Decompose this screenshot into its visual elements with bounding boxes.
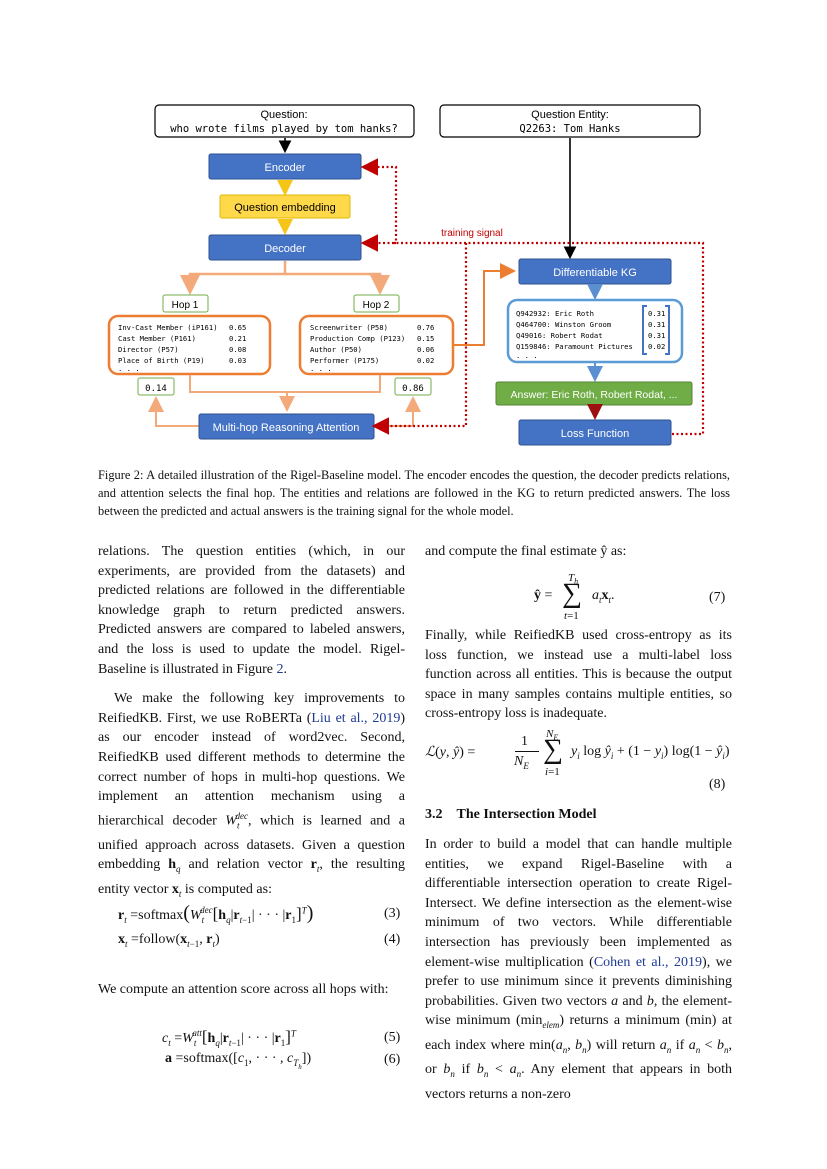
kg-ellipsis: . . . xyxy=(516,351,538,360)
kg-score: 0.02 xyxy=(648,342,665,351)
hop1-rel: Director (P57) xyxy=(118,345,179,354)
question-box: Question: who wrote films played by tom … xyxy=(154,104,415,138)
left-column: relations. The question entities (which,… xyxy=(98,542,405,904)
arrow-decoder-hop2 xyxy=(285,272,390,295)
arrow-decoder-hop1 xyxy=(180,261,287,295)
hop2-rel: Production Comp (P123) xyxy=(310,334,405,343)
hop2-score: 0.15 xyxy=(417,334,434,343)
hop1-relations-box xyxy=(107,314,272,376)
section-title: The Intersection Model xyxy=(456,807,597,822)
equation-8-number: (8) xyxy=(709,777,726,792)
equation-5-number: (5) xyxy=(384,1030,401,1045)
paragraph: We compute an attention score across all… xyxy=(98,982,389,997)
kg-score: 0.31 xyxy=(648,331,665,340)
hop1-rel: Inv-Cast Member (iP161) xyxy=(118,323,218,332)
hop2-relations-box xyxy=(298,314,455,376)
hop1-rel: Place of Birth (P19) xyxy=(118,356,205,365)
paragraph: relations. The question entities (which,… xyxy=(98,544,405,677)
right-column-intro: and compute the final estimate ŷ as: xyxy=(425,542,732,562)
arrow-hop2-kg xyxy=(454,263,516,346)
hop1-ellipsis: . . . xyxy=(118,364,140,373)
attn1-badge xyxy=(137,377,175,396)
attn2-value: 0.86 xyxy=(402,384,424,394)
section-number: 3.2 xyxy=(425,807,443,822)
attn2-badge xyxy=(394,377,432,396)
differentiable-kg-label: Differentiable KG xyxy=(553,267,637,279)
paragraph: and compute the final estimate ŷ as: xyxy=(425,544,627,559)
figure-caption: Figure 2: A detailed illustration of the… xyxy=(98,468,730,518)
hop1-badge xyxy=(162,294,209,313)
hop2-badge xyxy=(353,294,400,313)
training-signal-lines xyxy=(360,158,705,436)
decoder-label: Decoder xyxy=(264,243,306,255)
loss-function-box xyxy=(518,419,672,446)
question-title: Question: xyxy=(260,109,307,121)
kg-entity: Q464700: Winston Groom xyxy=(516,320,611,329)
kg-score: 0.31 xyxy=(648,320,665,329)
vector-bracket-right xyxy=(665,305,670,355)
hop2-score: 0.76 xyxy=(417,323,434,332)
kg-entities-box xyxy=(506,298,684,364)
kg-entity: Q942932: Eric Roth xyxy=(516,309,594,318)
arrow-attention-attn2 xyxy=(374,396,421,427)
equation-6-number: (6) xyxy=(384,1052,401,1067)
question-text: who wrote films played by tom hanks? xyxy=(170,123,398,135)
loss-paragraph: Finally, while ReifiedKB used cross-entr… xyxy=(425,626,732,724)
equation-4: xt =follow(xt−1, rt) xyxy=(118,932,220,949)
kg-entity: Q49016: Robert Rodat xyxy=(516,331,603,340)
equation-6: a =softmax([c1, · · · , cTh]) xyxy=(165,1051,312,1071)
kg-score: 0.31 xyxy=(648,309,665,318)
citation-link[interactable]: Liu et al., 2019 xyxy=(311,710,401,726)
hop2-rel: Screenwriter (P58) xyxy=(310,323,388,332)
equation-4-number: (4) xyxy=(384,932,401,947)
question-entity-box: Question Entity: Q2263: Tom Hanks xyxy=(439,104,701,138)
arrow-attention-attn1 xyxy=(148,396,199,427)
equation-3: rt =softmax(Wtdec[hq|rt−1| · · · |r1]T) xyxy=(118,902,314,925)
entity-title: Question Entity: xyxy=(531,109,609,121)
vector-bracket-left xyxy=(642,305,647,355)
loss-function-label: Loss Function xyxy=(561,428,629,440)
intersection-paragraph: In order to build a model that can handl… xyxy=(425,835,732,1104)
hop1-rel: Cast Member (P161) xyxy=(118,334,196,343)
hop2-score: 0.02 xyxy=(417,356,434,365)
paragraph: In order to build a model that can handl… xyxy=(425,837,732,1102)
equation-7-number: (7) xyxy=(709,590,726,605)
training-signal-label: training signal xyxy=(441,228,503,239)
hop2-score: 0.06 xyxy=(417,345,434,354)
entity-text: Q2263: Tom Hanks xyxy=(519,123,620,135)
hop1-score: 0.65 xyxy=(229,323,246,332)
rigel-baseline-figure: Question: who wrote films played by tom … xyxy=(107,104,705,446)
figure-ref-link[interactable]: 2 xyxy=(276,661,284,677)
hop1-label: Hop 1 xyxy=(172,300,199,311)
multihop-label: Multi-hop Reasoning Attention xyxy=(213,422,360,434)
hop1-score: 0.21 xyxy=(229,334,246,343)
question-embedding-label: Question embedding xyxy=(234,202,336,214)
attention-intro: We compute an attention score across all… xyxy=(98,980,405,1000)
equation-5: ct =Wtatt[hq|rt−1| · · · |r1]T xyxy=(162,1027,296,1048)
hop2-rel: Performer (P175) xyxy=(310,356,379,365)
equation-3-number: (3) xyxy=(384,906,401,921)
citation-link[interactable]: Cohen et al., 2019 xyxy=(593,954,703,970)
hop2-rel: Author (P50) xyxy=(310,345,362,354)
hops-merge-line xyxy=(189,375,381,393)
encoder-label: Encoder xyxy=(265,162,306,174)
kg-entity: Q159846: Paramount Pictures xyxy=(516,342,633,351)
section-heading: 3.2 The Intersection Model xyxy=(425,807,596,823)
paragraph: We make the following key improvements t… xyxy=(98,691,405,899)
answer-label: Answer: Eric Roth, Robert Rodat, ... xyxy=(511,389,678,401)
hop2-label: Hop 2 xyxy=(363,300,390,311)
question-embedding-box xyxy=(219,194,351,219)
hop1-score: 0.08 xyxy=(229,345,246,354)
hop1-score: 0.03 xyxy=(229,356,246,365)
paragraph: Finally, while ReifiedKB used cross-entr… xyxy=(425,628,732,722)
hop2-ellipsis: . . . xyxy=(310,364,332,373)
attn1-value: 0.14 xyxy=(145,384,167,394)
